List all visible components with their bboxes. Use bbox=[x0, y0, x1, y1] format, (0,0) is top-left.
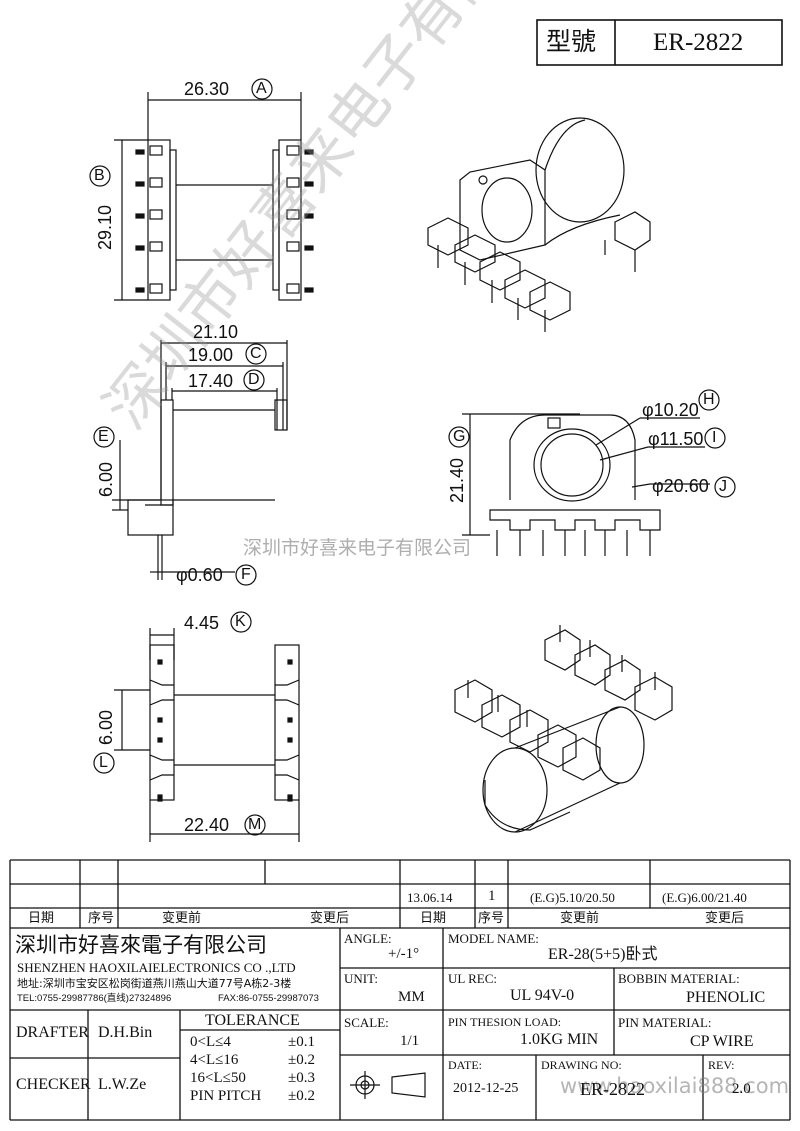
rev-header-before-2: 变更前 bbox=[560, 911, 600, 926]
unit-value: MM bbox=[398, 989, 425, 1005]
drawing-value: ER-2822 bbox=[580, 1079, 645, 1099]
front-view bbox=[462, 413, 710, 556]
tol1-value: ±0.1 bbox=[288, 1034, 315, 1050]
rev-header-no: 序号 bbox=[88, 911, 115, 926]
bobbin-value: PHENOLIC bbox=[686, 989, 766, 1006]
dim-m: 22.40 bbox=[184, 815, 230, 835]
dim-c: 19.00 bbox=[188, 345, 234, 365]
rev-header-date-2: 日期 bbox=[420, 911, 447, 926]
company-cn: 深圳市好喜來電子有限公司 bbox=[15, 933, 267, 957]
ul-label: UL REC: bbox=[448, 971, 497, 986]
tol4-value: ±0.2 bbox=[288, 1088, 315, 1104]
pin-load-value: 1.0KG MIN bbox=[520, 1031, 599, 1048]
dim-e: 6.00 bbox=[96, 461, 116, 497]
rev-header-no-2: 序号 bbox=[478, 911, 505, 926]
angle-label: ANGLE: bbox=[344, 931, 392, 946]
watermark-horizontal: 深圳市好喜来电子有限公司 bbox=[243, 537, 472, 559]
tol2-value: ±0.2 bbox=[288, 1052, 315, 1068]
rev-before: (E.G)5.10/20.50 bbox=[530, 890, 615, 905]
marker-k: K bbox=[235, 613, 246, 630]
dim-k: 4.45 bbox=[184, 613, 220, 633]
scale-value: 1/1 bbox=[400, 1033, 420, 1049]
dim-d: 17.40 bbox=[188, 371, 234, 391]
company-tel: TEL:0755-29987786(直线)27324896 bbox=[17, 993, 172, 1004]
tol3-range: 16<L≤50 bbox=[190, 1070, 246, 1086]
dim-g: 21.40 bbox=[447, 457, 467, 503]
dim-a: 26.30 bbox=[184, 79, 230, 99]
marker-a: A bbox=[256, 80, 267, 97]
model-header-box bbox=[536, 19, 783, 66]
date-value: 2012-12-25 bbox=[453, 1081, 519, 1096]
dim-h: φ10.20 bbox=[642, 400, 699, 420]
rev-header-after: 变更后 bbox=[310, 911, 350, 926]
marker-d: D bbox=[248, 371, 260, 388]
marker-j: J bbox=[719, 478, 727, 495]
watermark-url: www.haoxilai888.com bbox=[560, 1074, 790, 1098]
bottom-view bbox=[114, 628, 300, 842]
marker-h: H bbox=[703, 391, 715, 408]
top-view bbox=[114, 92, 314, 301]
tol4-range: PIN PITCH bbox=[190, 1088, 262, 1104]
tol3-value: ±0.3 bbox=[288, 1070, 315, 1086]
model-name-label: MODEL NAME: bbox=[448, 931, 539, 946]
date-label: DATE: bbox=[448, 1058, 482, 1072]
dim-l: 6.00 bbox=[96, 709, 116, 745]
model-name-value: ER-28(5+5)卧式 bbox=[548, 946, 658, 963]
drafter-label: DRAFTER bbox=[16, 1024, 89, 1041]
title-block-lines bbox=[9, 859, 791, 1121]
drafter-value: D.H.Bin bbox=[98, 1024, 153, 1041]
marker-e: E bbox=[98, 428, 109, 445]
tolerance-label: TOLERANCE bbox=[205, 1012, 300, 1029]
dim-f: φ0.60 bbox=[176, 565, 223, 585]
drawing-label: DRAWING NO: bbox=[541, 1058, 622, 1072]
rev-header-after-2: 变更后 bbox=[705, 911, 745, 926]
dim-i: φ11.50 bbox=[648, 429, 704, 449]
pin-load-label: PIN THESION LOAD: bbox=[448, 1015, 562, 1029]
rev-label: REV: bbox=[708, 1058, 735, 1072]
marker-l: L bbox=[99, 754, 108, 771]
marker-f: F bbox=[241, 566, 251, 583]
rev-no: 1 bbox=[488, 888, 496, 904]
marker-c: C bbox=[250, 345, 262, 362]
scale-label: SCALE: bbox=[344, 1015, 389, 1030]
bobbin-label: BOBBIN MATERIAL: bbox=[618, 971, 740, 986]
tol1-range: 0<L≤4 bbox=[190, 1034, 231, 1050]
company-address: 地址:深圳市宝安区松岗街道燕川燕山大道77号A栋2-3楼 bbox=[17, 977, 292, 990]
model-value: ER-2822 bbox=[653, 29, 744, 56]
pin-mat-label: PIN MATERIAL: bbox=[618, 1015, 712, 1030]
marker-m: M bbox=[248, 816, 262, 833]
angle-value: +/-1° bbox=[388, 946, 420, 962]
company-en: SHENZHEN HAOXILAIELECTRONICS CO .,LTD bbox=[17, 960, 296, 975]
rev-after: (E.G)6.00/21.40 bbox=[662, 890, 747, 905]
marker-i: I bbox=[712, 429, 717, 446]
pin-mat-value: CP WIRE bbox=[690, 1033, 754, 1050]
unit-label: UNIT: bbox=[344, 971, 379, 986]
checker-value: L.W.Ze bbox=[98, 1076, 147, 1093]
rev-value: 2.0 bbox=[732, 1081, 751, 1097]
rev-header-before: 变更前 bbox=[162, 911, 202, 926]
iso-view-top bbox=[427, 117, 651, 332]
marker-b: B bbox=[94, 167, 105, 184]
projection-symbol bbox=[350, 1071, 426, 1099]
ul-value: UL 94V-0 bbox=[510, 987, 575, 1004]
iso-view-bottom bbox=[454, 625, 673, 833]
tol2-range: 4<L≤16 bbox=[190, 1052, 239, 1068]
side-view bbox=[112, 340, 288, 580]
dim-top-21: 21.10 bbox=[193, 322, 239, 342]
model-label: 型號 bbox=[546, 27, 597, 56]
marker-g: G bbox=[453, 428, 466, 445]
dim-j: φ20.60 bbox=[652, 476, 709, 496]
rev-header-date: 日期 bbox=[28, 911, 55, 926]
dim-b: 29.10 bbox=[95, 204, 115, 250]
rev-date: 13.06.14 bbox=[407, 890, 453, 905]
company-fax: FAX:86-0755-29987073 bbox=[218, 993, 319, 1004]
checker-label: CHECKER bbox=[16, 1076, 91, 1093]
